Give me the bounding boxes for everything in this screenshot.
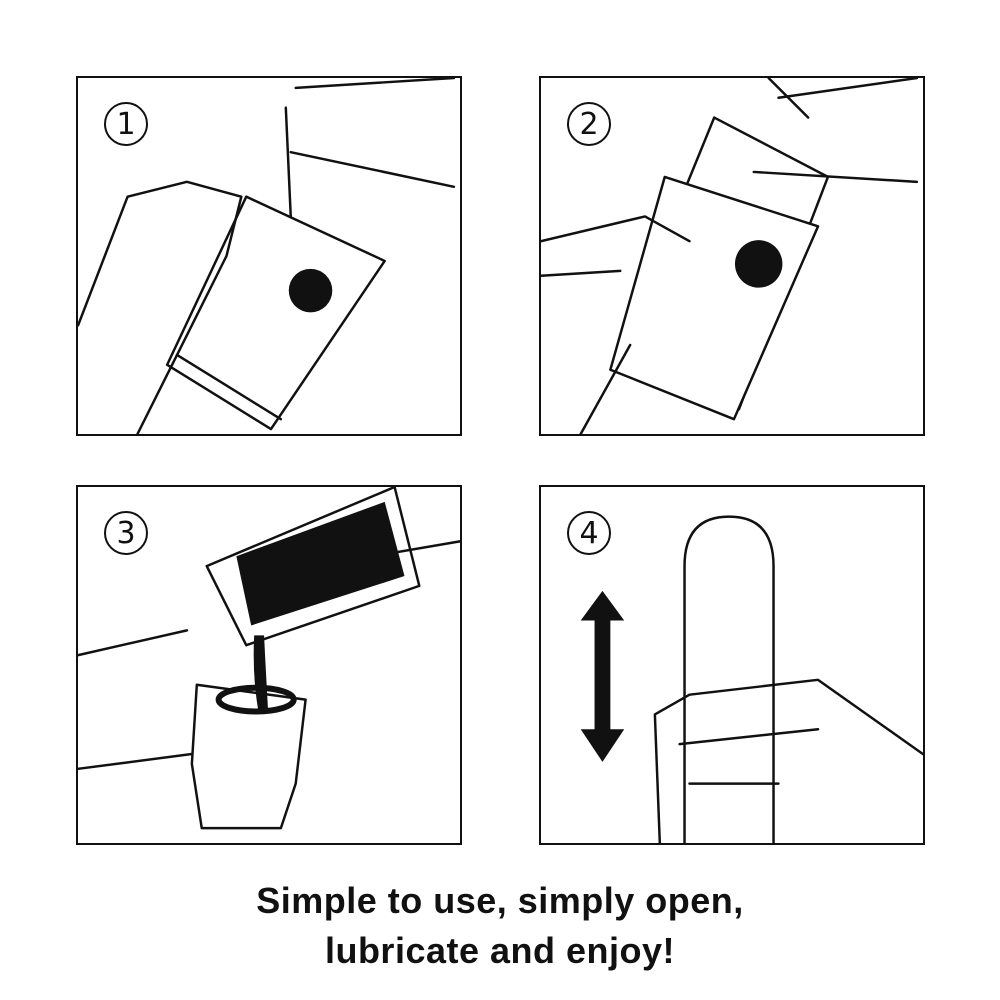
- step-2-panel: 2: [539, 76, 925, 436]
- step-4-panel: 4: [539, 485, 925, 845]
- lubricate-illustration: [78, 487, 460, 830]
- remove-item-illustration: [541, 78, 919, 434]
- caption-line-2: lubricate and enjoy!: [324, 930, 676, 971]
- step-number-badge: 1: [104, 102, 148, 146]
- step-3-panel: 3: [76, 485, 462, 845]
- step-number-badge: 2: [567, 102, 611, 146]
- step-number-badge: 4: [567, 511, 611, 555]
- caption-line-1: Simple to use, simply open,: [256, 880, 744, 921]
- instruction-caption: Simple to use, simply open, lubricate an…: [0, 876, 1000, 976]
- open-packet-illustration: [78, 78, 456, 434]
- usage-illustration: [580, 515, 923, 843]
- step-1-panel: 1: [76, 76, 462, 436]
- step-number-badge: 3: [104, 511, 148, 555]
- up-down-arrow-icon: [580, 590, 625, 762]
